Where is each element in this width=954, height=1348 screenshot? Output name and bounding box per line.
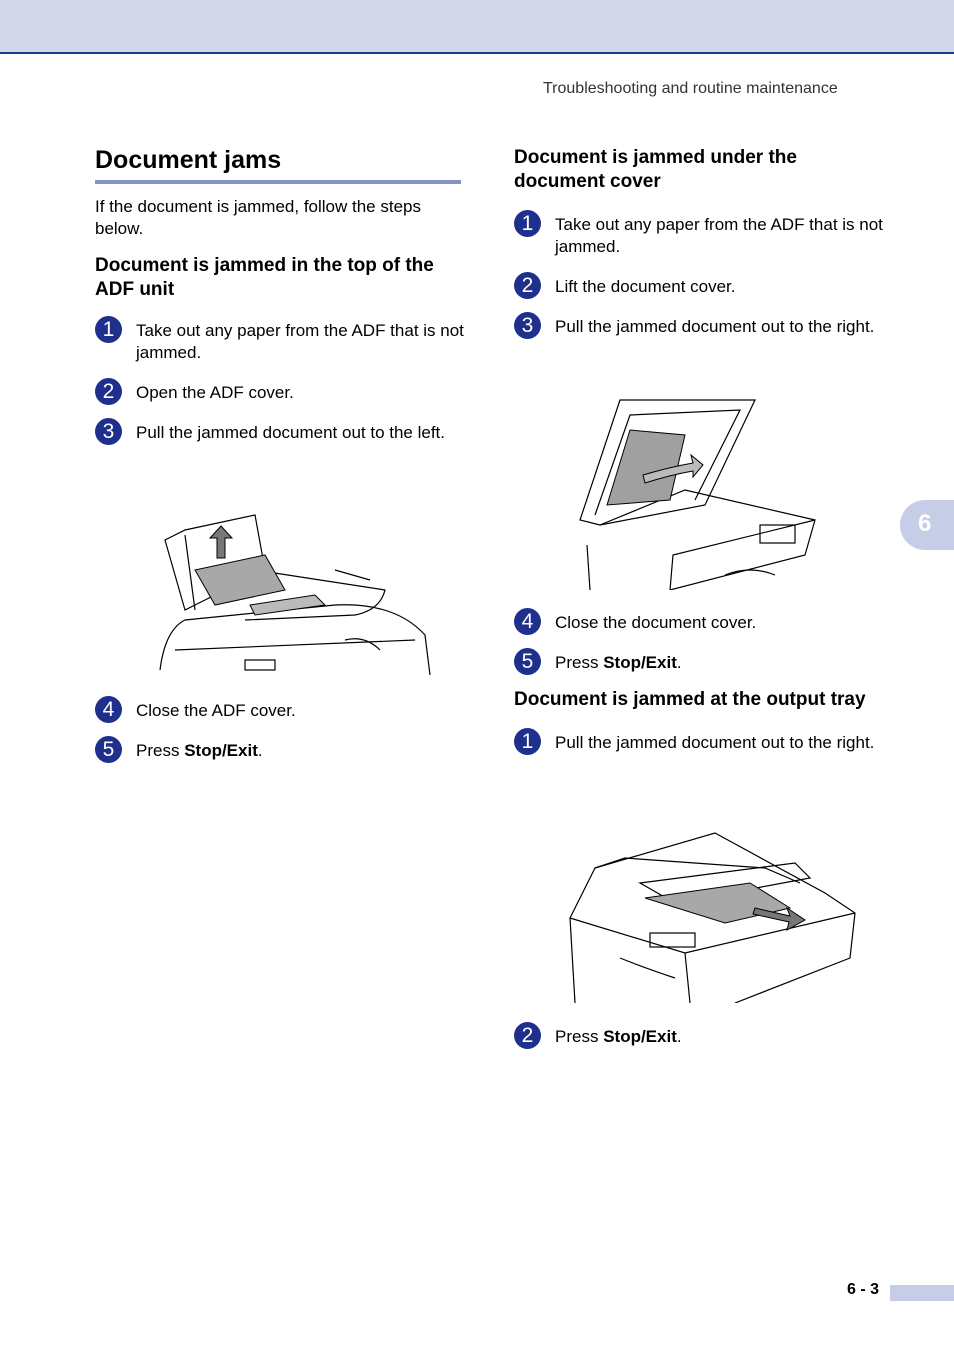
step-item: 2 Press Stop/Exit. [514,1022,884,1049]
step-item: 1 Take out any paper from the ADF that i… [514,210,884,258]
right-steps-after-1: 4 Close the document cover. 5 Press Stop… [514,608,884,755]
step-number: 1 [514,728,541,755]
step-number: 2 [95,378,122,405]
step-number: 3 [514,312,541,339]
figure-output-tray-jam [569,832,856,1003]
step-number: 1 [95,316,122,343]
step-text: Pull the jammed document out to the righ… [555,733,875,752]
step-number: 3 [95,418,122,445]
chapter-tab: 6 [900,500,954,550]
title-rule [95,180,461,184]
step-item: 3 Pull the jammed document out to the ri… [514,312,884,339]
chapter-number: 6 [918,510,932,537]
subsection-heading-cover: Document is jammed under the document co… [514,147,797,192]
step-number: 4 [95,696,122,723]
step-text: Close the document cover. [555,613,757,632]
step-item: 4 Close the ADF cover. [95,696,465,723]
step-item: 1 Take out any paper from the ADF that i… [95,316,465,364]
step-text: Press Stop/Exit. [555,653,682,672]
step-number: 5 [514,648,541,675]
step-number: 4 [514,608,541,635]
step-text: Pull the jammed document out to the righ… [555,317,875,336]
page-title: Document jams [95,146,282,174]
page-number: 6 - 3 [847,1281,880,1298]
left-steps-after: 4 Close the ADF cover. 5 Press Stop/Exit… [95,696,465,763]
left-column: Document jams If the document is jammed,… [95,140,465,445]
step-item: 5 Press Stop/Exit. [95,736,465,763]
footer-bar [890,1285,954,1301]
step-text: Open the ADF cover. [136,383,294,402]
step-number: 2 [514,272,541,299]
step-item: 3 Pull the jammed document out to the le… [95,418,465,445]
intro-text: If the document is jammed, follow the st… [95,197,421,238]
step-number: 5 [95,736,122,763]
right-steps-after-2: 2 Press Stop/Exit. [514,1022,884,1049]
step-item: 5 Press Stop/Exit. [514,648,884,675]
step-item: 4 Close the document cover. [514,608,884,635]
step-text: Take out any paper from the ADF that is … [555,215,883,256]
step-text: Press Stop/Exit. [136,741,263,760]
running-header: Troubleshooting and routine maintenance [543,80,838,97]
figure-adf-jam [159,514,431,676]
step-item: 2 Open the ADF cover. [95,378,465,405]
subsection-heading-adf: Document is jammed in the top of the ADF… [95,255,434,300]
subsection-heading-output: Document is jammed at the output tray [514,689,866,710]
step-number: 1 [514,210,541,237]
header-band [0,0,954,54]
step-text: Close the ADF cover. [136,701,296,720]
step-item: 1 Pull the jammed document out to the ri… [514,728,884,755]
right-column: Document is jammed under the document co… [514,146,884,339]
step-item: 2 Lift the document cover. [514,272,884,299]
step-text: Pull the jammed document out to the left… [136,423,446,442]
figure-cover-jam [579,399,816,590]
step-text: Press Stop/Exit. [555,1027,682,1046]
step-text: Take out any paper from the ADF that is … [136,321,464,362]
step-number: 2 [514,1022,541,1049]
step-text: Lift the document cover. [555,277,736,296]
